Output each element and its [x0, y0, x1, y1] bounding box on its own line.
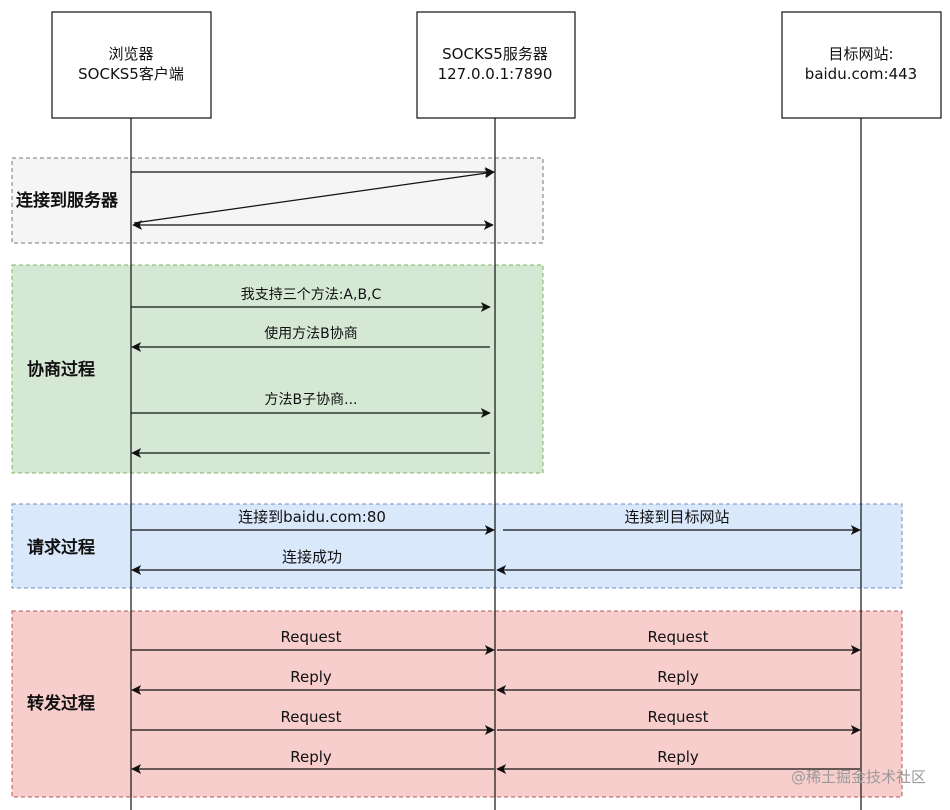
- server-name-line2: 127.0.0.1:7890: [438, 65, 553, 83]
- request-msg-2: 连接到目标网站: [624, 508, 729, 526]
- watermark-text: @稀土掘金技术社区: [791, 768, 926, 786]
- target-name-line2: baidu.com:443: [805, 65, 917, 83]
- participant-client: 浏览器 SOCKS5客户端: [51, 11, 212, 119]
- negotiate-msg-3: 方法B子协商...: [265, 392, 358, 408]
- phase-request-region: [11, 503, 903, 589]
- connect-arrow-diagonal: [133, 168, 495, 224]
- forward-request-2-left: Request: [281, 708, 342, 726]
- request-msg-3: 连接成功: [282, 548, 342, 566]
- negotiate-msg-1: 我支持三个方法:A,B,C: [241, 287, 382, 303]
- phase-request-label: 请求过程: [27, 537, 95, 558]
- phase-forward-region: [11, 610, 903, 798]
- participant-server: SOCKS5服务器 127.0.0.1:7890: [416, 11, 576, 119]
- client-name-line2: SOCKS5客户端: [78, 65, 184, 83]
- phase-forward-label: 转发过程: [27, 693, 95, 714]
- negotiate-msg-2: 使用方法B协商: [264, 325, 358, 342]
- forward-request-1-right: Request: [648, 628, 709, 646]
- forward-request-2-right: Request: [648, 708, 709, 726]
- phase-connect-label: 连接到服务器: [16, 190, 119, 211]
- server-name-line1: SOCKS5服务器: [442, 45, 548, 63]
- forward-reply-1-right: Reply: [657, 668, 699, 686]
- target-name-line1: 目标网站:: [828, 45, 893, 63]
- client-name-line1: 浏览器: [108, 45, 153, 63]
- participant-target: 目标网站: baidu.com:443: [781, 11, 942, 119]
- forward-reply-2-left: Reply: [290, 748, 332, 766]
- forward-request-1-left: Request: [281, 628, 342, 646]
- forward-reply-1-left: Reply: [290, 668, 332, 686]
- request-msg-1: 连接到baidu.com:80: [238, 508, 386, 526]
- phase-negotiate-region: [11, 264, 544, 474]
- forward-reply-2-right: Reply: [657, 748, 699, 766]
- phase-negotiate-label: 协商过程: [27, 359, 95, 380]
